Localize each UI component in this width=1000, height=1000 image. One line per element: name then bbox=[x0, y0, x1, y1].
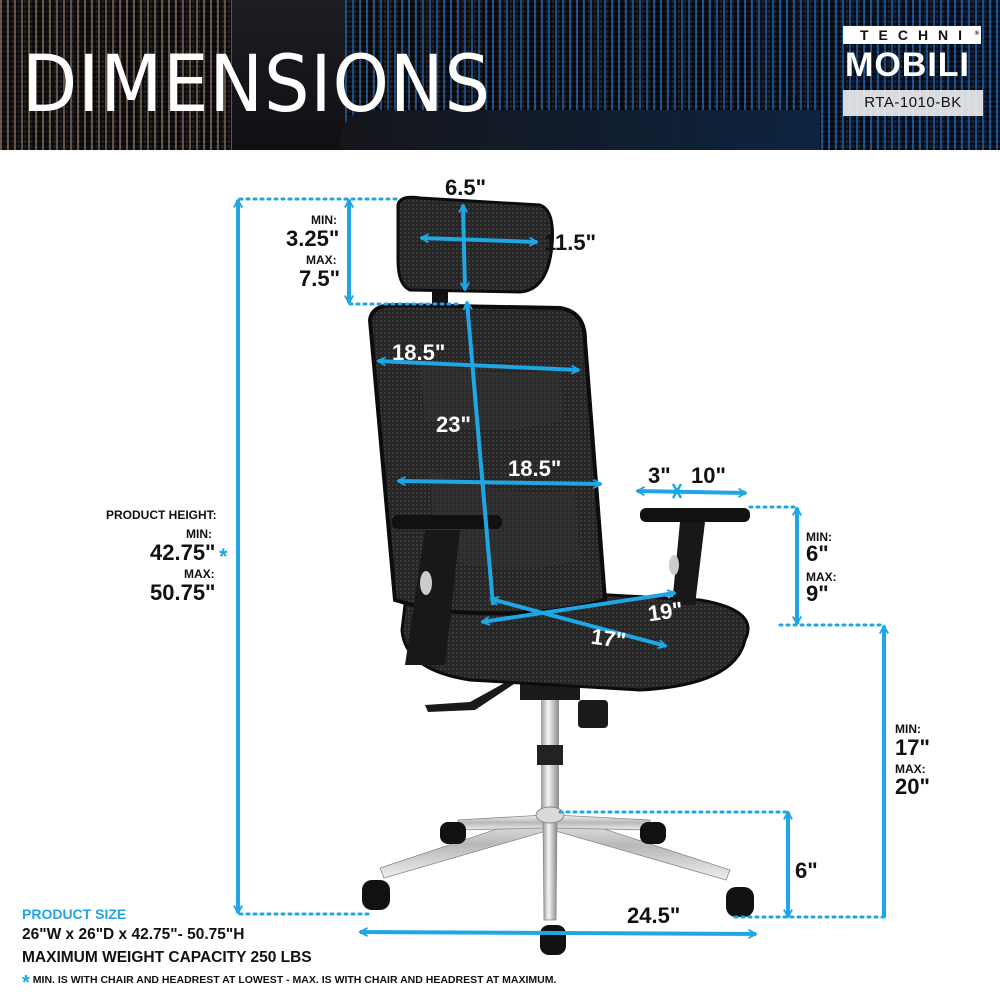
seat-height-min-value: 17" bbox=[895, 735, 930, 760]
brand-logo: TECHNI ® MOBILI RTA-1010-BK bbox=[843, 26, 983, 116]
chair-base bbox=[362, 700, 754, 955]
guide-lines bbox=[238, 197, 886, 919]
brand-logo-top: TECHNI ® bbox=[843, 26, 981, 44]
product-size-label: PRODUCT SIZE bbox=[22, 906, 127, 922]
brand-name-top: TECHNI bbox=[859, 27, 973, 43]
registered-mark: ® bbox=[974, 31, 979, 37]
armrest-min-label: MIN: bbox=[806, 530, 832, 544]
armrest-length-value: 10" bbox=[691, 463, 726, 488]
base-width-value: 24.5" bbox=[627, 903, 681, 928]
headrest-min-value: 3.25" bbox=[286, 226, 340, 251]
banner-chair-frame bbox=[340, 110, 820, 150]
dimension-lines bbox=[238, 200, 884, 934]
asterisk-icon: * bbox=[22, 972, 30, 994]
footnote: *MIN. IS WITH CHAIR AND HEADREST AT LOWE… bbox=[22, 972, 722, 995]
product-height-max-value: 50.75" bbox=[150, 580, 216, 605]
backrest-height-value: 23" bbox=[436, 412, 471, 437]
headrest-max-value: 7.5" bbox=[299, 266, 341, 291]
backrest-lower-width-value: 18.5" bbox=[508, 456, 562, 481]
banner-mesh-texture bbox=[0, 0, 240, 150]
seat-height-min-label: MIN: bbox=[895, 722, 921, 736]
headrest-height-value: 11.5" bbox=[544, 230, 597, 255]
seat-height-max-label: MAX: bbox=[895, 762, 926, 776]
header-banner: DIMENSIONS TECHNI ® MOBILI RTA-1010-BK bbox=[0, 0, 1000, 150]
banner-dark-panel bbox=[232, 0, 352, 150]
seat-depth-value: 17" bbox=[589, 623, 628, 654]
weight-capacity: MAXIMUM WEIGHT CAPACITY 250 LBS bbox=[22, 949, 312, 966]
armrest-max-value: 9" bbox=[806, 581, 829, 606]
chair-headrest bbox=[396, 195, 554, 294]
armrest-offset-value: 3" bbox=[648, 463, 671, 488]
product-height-max-label: MAX: bbox=[184, 567, 215, 581]
base-height-value: 6" bbox=[795, 858, 818, 883]
seat-width-value: 19" bbox=[646, 596, 685, 627]
product-size-value: 26"W x 26"D x 42.75"- 50.75"H bbox=[22, 926, 245, 943]
model-number-badge: RTA-1010-BK bbox=[843, 90, 983, 116]
backrest-upper-width-value: 18.5" bbox=[392, 340, 446, 365]
armrest-min-value: 6" bbox=[806, 541, 829, 566]
left-armrest bbox=[392, 515, 502, 665]
footnote-text: MIN. IS WITH CHAIR AND HEADREST AT LOWES… bbox=[32, 974, 557, 986]
brand-name-bottom: MOBILI bbox=[845, 46, 970, 84]
asterisk-icon: * bbox=[219, 544, 228, 569]
product-height-min-value: 42.75" bbox=[150, 540, 216, 565]
product-height-label: PRODUCT HEIGHT: bbox=[106, 508, 217, 522]
headrest-min-label: MIN: bbox=[311, 213, 337, 227]
right-armrest bbox=[640, 508, 750, 605]
armrest-max-label: MAX: bbox=[806, 570, 837, 584]
headrest-width-value: 6.5" bbox=[445, 175, 487, 200]
seat-height-max-value: 20" bbox=[895, 774, 930, 799]
page-title: DIMENSIONS bbox=[22, 40, 491, 130]
product-height-min-label: MIN: bbox=[186, 527, 212, 541]
headrest-max-label: MAX: bbox=[306, 253, 337, 267]
product-info-footer: PRODUCT SIZE 26"W x 26"D x 42.75"- 50.75… bbox=[22, 906, 722, 995]
